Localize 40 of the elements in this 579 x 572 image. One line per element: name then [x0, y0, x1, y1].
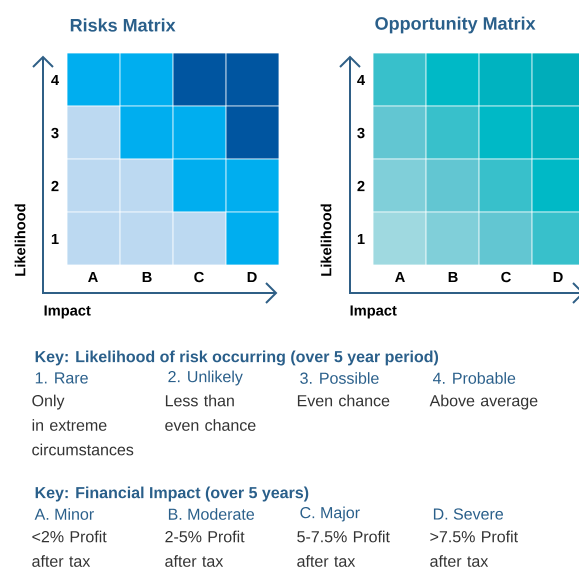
axis-tick-label: D [248, 272, 257, 282]
axis-tick-label: 4 [357, 74, 365, 86]
key-description: >7.5% Profit after tax [430, 530, 518, 567]
axis-tick-label: C [194, 272, 204, 282]
key-item: 3. Possible [300, 372, 379, 384]
axis-label: Likelihood [14, 204, 26, 276]
key-description: Only in extreme circumstances [32, 394, 134, 456]
axis-tick-label: 1 [358, 234, 365, 244]
axis-tick-label: 4 [51, 74, 59, 86]
axis-tick-label: A [395, 272, 405, 282]
axis-tick-label: A [88, 272, 98, 282]
axis-tick-label: 3 [51, 128, 59, 138]
key-item: 4. Probable [432, 372, 516, 384]
key-description: <2% Profit after tax [32, 530, 107, 567]
key-heading: Key: Likelihood of risk occurring (over 5 year period) [36, 350, 438, 366]
axis-tick-label: B [448, 272, 458, 282]
key-heading: Key: Financial Impact (over 5 years) [36, 486, 308, 502]
axis-tick-label: D [554, 272, 563, 282]
axis-tick-label: C [501, 272, 511, 282]
key-item: B. Moderate [168, 508, 254, 520]
axis-tick-label: 2 [51, 180, 58, 192]
matrix-title: Risks Matrix [70, 18, 176, 32]
key-item: C. Major [300, 506, 360, 522]
axis-label: Impact [350, 305, 397, 319]
axis-label: Likelihood [320, 204, 332, 276]
key-description: Above average [430, 394, 538, 410]
key-description: 2-5% Profit after tax [165, 530, 244, 567]
key-description: Less than even chance [165, 394, 256, 431]
matrix-title: Opportunity Matrix [375, 16, 536, 34]
key-item: A. Minor [34, 508, 94, 520]
key-item: D. Severe [434, 508, 503, 520]
key-item: 1. Rare [36, 372, 88, 384]
key-description: Even chance [298, 394, 390, 406]
axis-tick-label: 1 [52, 234, 59, 244]
axis-tick-label: 2 [357, 180, 364, 192]
axis-tick-label: B [142, 272, 152, 282]
key-description: 5-7.5% Profit after tax [297, 530, 390, 567]
key-item: 2. Unlikely [168, 370, 243, 386]
axis-tick-label: 3 [357, 128, 365, 138]
axis-label: Impact [44, 305, 91, 319]
